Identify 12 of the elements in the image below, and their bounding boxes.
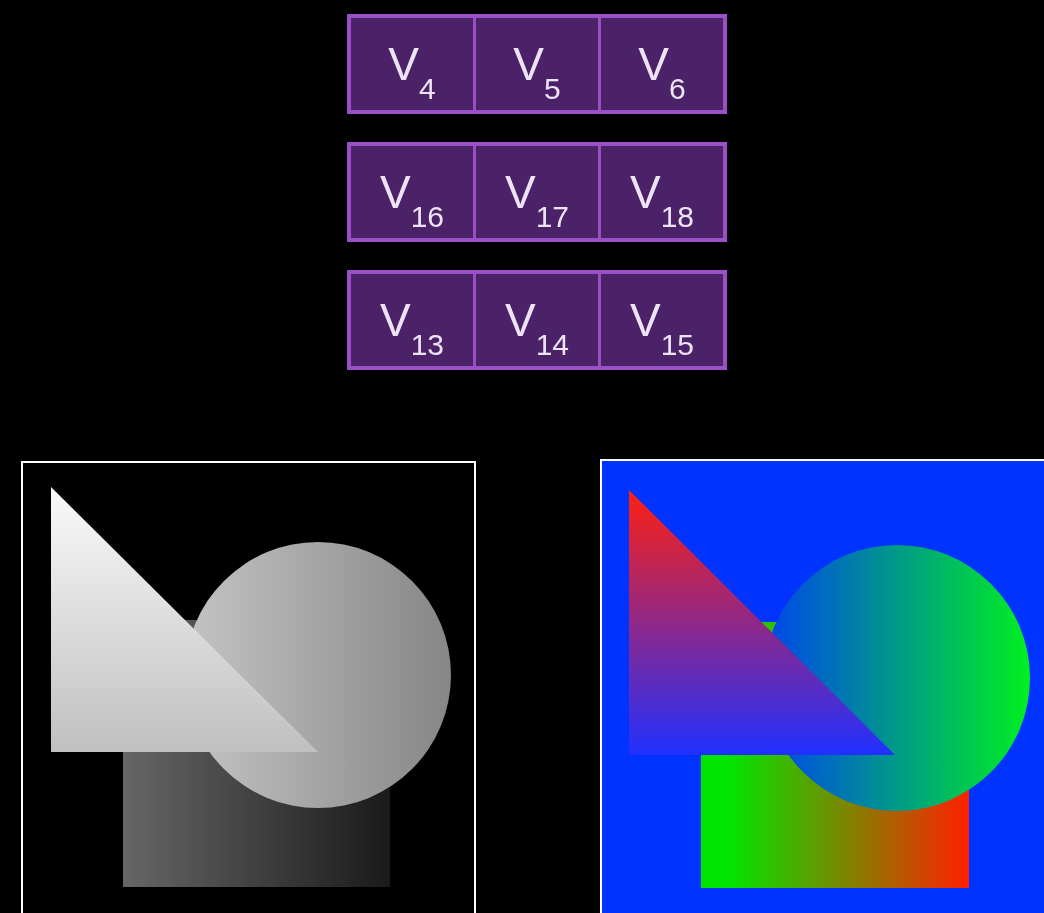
variable-cell: V$_{13}$ [351,274,473,366]
variable-cell: V$_{17}$ [476,146,598,238]
variable-cell: V$_{6}$ [601,18,723,110]
variable-cell: V$_{16}$ [351,146,473,238]
variable-cell: V$_{15}$ [601,274,723,366]
variable-cell: V$_{4}$ [351,18,473,110]
variable-cell: V$_{5}$ [476,18,598,110]
row-frame [347,270,727,370]
variable-cell: V$_{14}$ [476,274,598,366]
variable-cell: V$_{18}$ [601,146,723,238]
row-frame [347,142,727,242]
row-frame [347,14,727,114]
